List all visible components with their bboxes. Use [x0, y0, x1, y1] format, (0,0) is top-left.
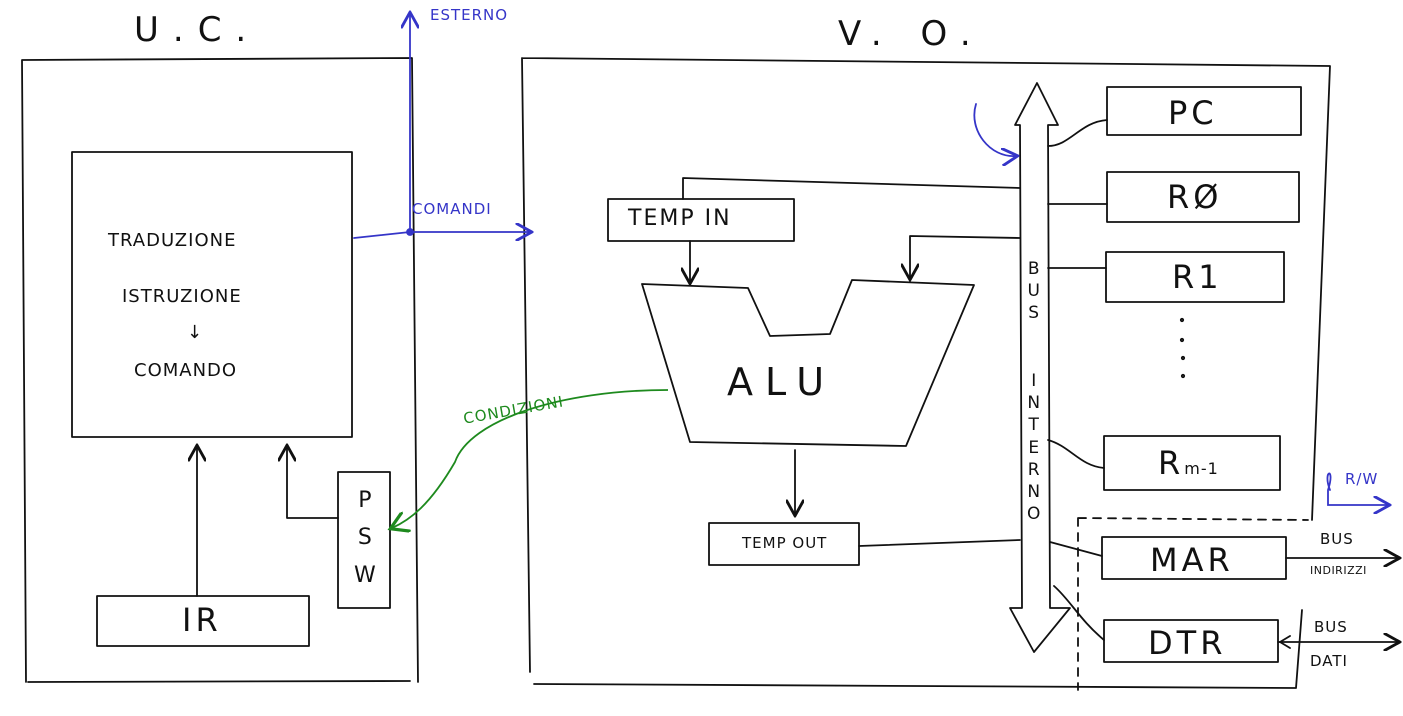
- dtr-label: DTR: [1148, 624, 1227, 662]
- r0-box: [1106, 171, 1300, 223]
- uc-title: U.C.: [134, 10, 261, 50]
- dtr-box: [1103, 619, 1279, 663]
- internal-bus-arrow: [1009, 82, 1071, 653]
- bus-dati-line-2: DATI: [1310, 652, 1348, 670]
- ir-box: [96, 595, 310, 647]
- translation-line-1: TRADUZIONE: [108, 230, 237, 251]
- bus-indirizzi-line-1: BUS: [1320, 530, 1354, 548]
- mar-label: MAR: [1150, 541, 1234, 579]
- rm1-label: Rm-1: [1158, 444, 1219, 482]
- psw-box: [337, 471, 391, 609]
- uo-frame: [521, 57, 1331, 689]
- pc-label: PC: [1168, 94, 1218, 132]
- uo-title: V. O.: [838, 14, 985, 54]
- rm1-box: [1103, 435, 1281, 491]
- comandi-label: COMANDI: [412, 200, 492, 218]
- pc-box: [1106, 86, 1302, 136]
- translation-line-4: COMANDO: [134, 360, 238, 381]
- alu-shape: [641, 279, 975, 447]
- translation-line-2: ISTRUZIONE: [122, 286, 242, 307]
- temp-in-box: [607, 198, 795, 242]
- temp-in-label: TEMP IN: [628, 206, 732, 231]
- bus-dati-line-1: BUS: [1314, 618, 1348, 636]
- r1-box: [1105, 251, 1285, 303]
- translation-box: [71, 151, 353, 438]
- bus-indirizzi-line-2: INDIRIZZI: [1310, 564, 1367, 577]
- esterno-label: ESTERNO: [430, 6, 509, 24]
- ir-label: IR: [182, 601, 222, 639]
- rw-label: R/W: [1345, 470, 1379, 488]
- temp-out-box: [708, 522, 860, 566]
- r1-label: R1: [1172, 258, 1223, 296]
- r0-label: RØ: [1167, 178, 1223, 216]
- translation-arrow: ↓: [187, 322, 204, 343]
- alu-label: ALU: [727, 360, 837, 404]
- temp-out-label: TEMP OUT: [742, 534, 828, 552]
- memory-interface-area: [1077, 517, 1309, 691]
- uc-frame: [21, 57, 419, 683]
